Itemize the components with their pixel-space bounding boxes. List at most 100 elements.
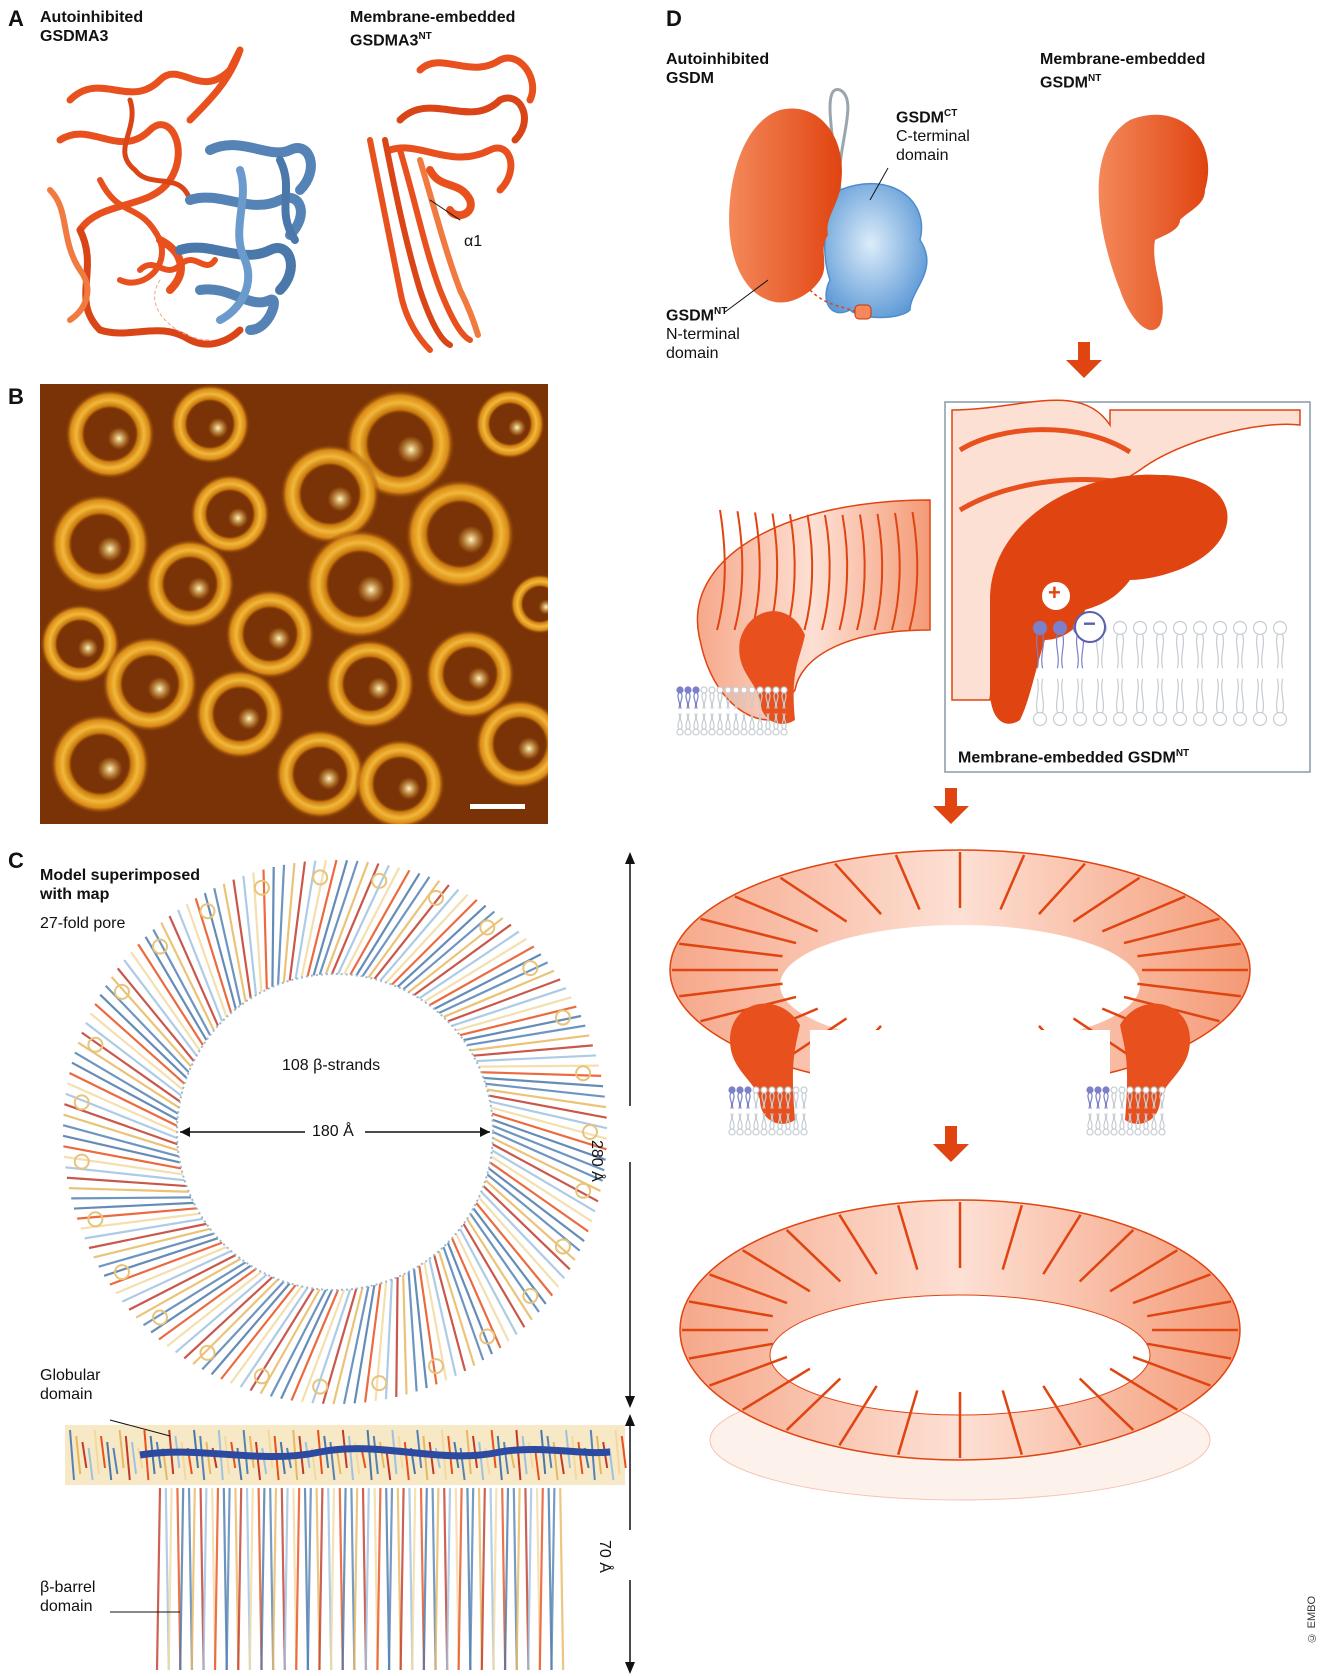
gsdma3-autoinhibited-structure — [40, 40, 340, 360]
globular-helix — [75, 1155, 89, 1169]
lipid-head-lower — [1134, 713, 1147, 726]
side-barrel-strand — [459, 1488, 462, 1670]
lipid-head — [1034, 622, 1047, 635]
lipid-tail-lower — [1112, 1113, 1116, 1129]
lipid-head-lower — [737, 1129, 743, 1135]
lipid-head — [1143, 1087, 1149, 1093]
side-barrel-strand — [528, 1488, 531, 1670]
lipid-head-lower — [1054, 713, 1067, 726]
lipid-head — [1234, 622, 1247, 635]
lipid-head-lower — [717, 729, 723, 735]
lipid-tail — [718, 693, 722, 709]
lipid-head-lower — [1094, 713, 1107, 726]
lipid-head-lower — [1127, 1129, 1133, 1135]
lipid-tail-lower — [734, 713, 738, 729]
nt-sup: NT — [714, 306, 727, 317]
side-barrel-strand — [296, 1488, 299, 1670]
lipid-tail-lower — [746, 1113, 750, 1129]
lipid-tail-lower — [730, 1113, 734, 1129]
side-barrel-strand — [470, 1488, 473, 1670]
panel-a-left-title-line1: Autoinhibited — [40, 8, 143, 27]
lipid-head-lower — [1154, 713, 1167, 726]
afm-bright-spot — [148, 677, 172, 701]
lipid-head — [1194, 622, 1207, 635]
globular-helix — [115, 985, 129, 999]
lipid-head — [1054, 622, 1067, 635]
lipid-tail-lower — [754, 1113, 758, 1129]
side-barrel-strand — [517, 1488, 520, 1670]
ct-desc-line2: domain — [896, 146, 970, 165]
lipid-head-lower — [1114, 713, 1127, 726]
afm-image — [40, 384, 548, 824]
lipid-head-lower — [1143, 1129, 1149, 1135]
gsdm-nt-domain — [729, 108, 842, 302]
side-barrel-strand — [447, 1488, 450, 1670]
globular-helix — [372, 1376, 386, 1390]
lipid-head — [773, 687, 779, 693]
pore-strand — [99, 1234, 214, 1267]
ct-name: GSDM — [896, 109, 944, 126]
lipid-tail — [1120, 1093, 1124, 1109]
lipid-tail-lower — [726, 713, 730, 729]
side-barrel-strand — [215, 1488, 218, 1670]
lipid-tail-lower — [710, 713, 714, 729]
globular-helix — [201, 1346, 215, 1360]
globular-helix — [556, 1239, 570, 1253]
lipid-head — [1095, 1087, 1101, 1093]
side-barrel-strand — [169, 1488, 172, 1670]
lipid-head — [1111, 1087, 1117, 1093]
barrel-line1: β-barrel — [40, 1578, 95, 1597]
nt-desc-line2: domain — [666, 344, 740, 363]
lipid-head — [729, 1087, 735, 1093]
side-barrel-strand — [366, 1488, 369, 1670]
lipid-head — [749, 687, 755, 693]
afm-bright-spot — [457, 526, 485, 554]
lipid-head-lower — [709, 729, 715, 735]
lipid-head — [781, 687, 787, 693]
panel-a-right-title-line1: Membrane-embedded — [350, 8, 515, 27]
side-barrel-strand — [157, 1488, 160, 1670]
side-barrel-strand — [331, 1488, 334, 1670]
lipid-head-lower — [761, 1129, 767, 1135]
nt-desc-line1: N-terminal — [666, 325, 740, 344]
lipid-head-lower — [1034, 713, 1047, 726]
pore-strand — [278, 865, 284, 985]
lipid-head — [777, 1087, 783, 1093]
pore-strand — [456, 997, 571, 1030]
side-barrel-strand — [377, 1488, 380, 1670]
side-barrel-strand — [551, 1488, 554, 1670]
lipid-head — [1274, 622, 1287, 635]
lipid-tail — [1160, 1093, 1164, 1109]
lipid-tail-lower — [802, 1113, 806, 1129]
lipid-head — [741, 687, 747, 693]
ct-desc-line1: C-terminal — [896, 127, 970, 146]
inset-caption: Membrane-embedded GSDMNT — [958, 744, 1189, 767]
side-barrel-strand — [343, 1488, 346, 1670]
lipid-head-lower — [741, 729, 747, 735]
lipid-head-lower — [785, 1129, 791, 1135]
side-barrel-strand — [192, 1488, 195, 1670]
inset-alpha1-label: α1 — [1044, 556, 1064, 576]
side-barrel-strand — [261, 1488, 264, 1670]
gsdm-ct-domain — [825, 184, 927, 318]
globular-line2: domain — [40, 1385, 100, 1404]
pore-strand — [74, 1203, 194, 1209]
pore-strand — [476, 1055, 596, 1061]
side-barrel-strand — [505, 1488, 508, 1670]
globular-helix — [255, 881, 269, 895]
lipid-head-lower — [693, 729, 699, 735]
lipid-head — [1119, 1087, 1125, 1093]
lipid-head — [717, 687, 723, 693]
lipid-head — [757, 687, 763, 693]
lipid-tail — [794, 1093, 798, 1109]
globular-helix — [313, 870, 327, 884]
lipid-head-lower — [1074, 713, 1087, 726]
panel-d-letter: D — [666, 6, 682, 32]
lipid-head-lower — [753, 1129, 759, 1135]
panel-d-left-title-line1: Autoinhibited — [666, 50, 769, 69]
lipid-head — [733, 687, 739, 693]
lipid-head — [1151, 1087, 1157, 1093]
pore-model — [50, 840, 650, 1676]
pore-strand — [376, 1281, 387, 1400]
afm-bright-spot — [368, 677, 391, 700]
